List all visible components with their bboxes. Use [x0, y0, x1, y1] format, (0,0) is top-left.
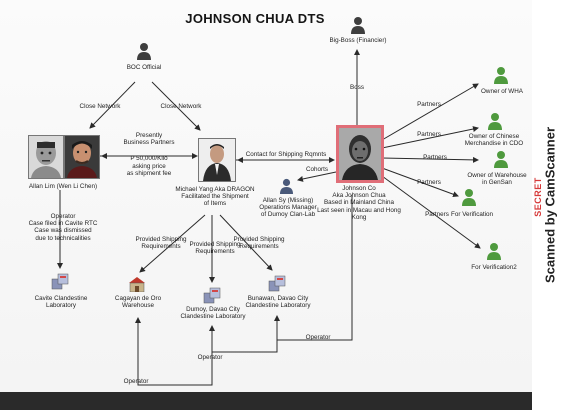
- diagram-title: JOHNSON CHUA DTS: [185, 11, 325, 26]
- label-partners-2: Partners: [417, 131, 441, 138]
- photo-michael-yang: [198, 138, 236, 182]
- node-allan-sy: Allan Sy (Missing) Operations Manager of…: [259, 197, 317, 219]
- node-owner-wha: Owner of WHA: [481, 88, 523, 95]
- building-icon: [129, 277, 145, 292]
- edge-shipping-cagayan: [139, 214, 206, 273]
- label-operator-3: Operator: [123, 378, 149, 385]
- person-green-icon: [494, 151, 508, 168]
- photo-allan-lim-1: [28, 135, 64, 179]
- boxes-icon: [268, 275, 286, 292]
- node-cagayan-warehouse: Cagayan de Oro Warehouse: [114, 295, 162, 310]
- edge-close-network-right: [151, 81, 201, 131]
- person-dark-icon: [137, 43, 151, 60]
- scan-edge: [0, 392, 567, 410]
- node-for-verification: For Verification: [451, 211, 493, 218]
- secret-stamp: SECRET: [533, 177, 543, 217]
- node-owner-chinese: Owner of Chinese Merchandise in CDO: [464, 133, 524, 148]
- node-johnson-co: Johnson Co Aka Johnson Chua Based in Mai…: [317, 185, 401, 221]
- node-allan-lim: Allan Lim (Wen Li Chen): [28, 183, 98, 190]
- boxes-icon: [51, 273, 69, 290]
- label-cohorts: Cohorts: [305, 166, 329, 173]
- label-partners-1: Partners: [417, 101, 441, 108]
- person-dark-icon: [280, 178, 293, 194]
- edge-partner-verification: [381, 167, 459, 198]
- node-bunawan-lab: Bunawan, Davao City Clandestine Laborato…: [245, 295, 311, 310]
- photo-allan-lim-2: [64, 135, 100, 179]
- person-green-icon: [487, 243, 501, 260]
- label-operator-2: Operator: [197, 354, 223, 361]
- node-cavite-lab: Cavite Clandestine Laboratory: [34, 295, 88, 310]
- label-operator-1: Operator: [305, 334, 331, 341]
- node-boc-official: BOC Official: [126, 64, 162, 71]
- label-partners-3: Partners: [423, 154, 447, 161]
- node-owner-warehouse: Owner of Warehouse in GenSan: [467, 172, 527, 187]
- person-green-icon: [462, 189, 476, 206]
- label-contact-shipping: Contact for Shipping Rqmnts: [245, 151, 327, 158]
- label-close-network-right: Close Network: [160, 103, 202, 110]
- label-business-partners: Presently Business Partners P 50,000/Kil…: [123, 132, 175, 177]
- edge-partner-warehouse: [381, 156, 479, 163]
- node-michael-yang: Michael Yang Aka DRAGON Facilitated the …: [175, 186, 255, 208]
- node-big-boss: Big-Boss (Financier): [329, 37, 387, 44]
- paper-background: [0, 0, 532, 392]
- edge-partner-verification2: [381, 175, 481, 249]
- edge-cohorts: [297, 171, 337, 182]
- edge-operator-cagayan: [135, 317, 213, 386]
- edge-partner-chinese: [381, 126, 479, 149]
- label-provided-shipping-2: Provided Shipping Requirements: [189, 241, 241, 256]
- edge-partner-wha: [381, 83, 479, 141]
- label-provided-shipping-3: Provided Shipping Requirements: [233, 236, 285, 251]
- edge-operator-bunawan: [274, 195, 353, 341]
- person-green-icon: [488, 113, 502, 130]
- node-dumoy-lab: Dumoy, Davao City Clandestine Laboratory: [180, 306, 246, 321]
- scanner-watermark: Scanned by CamScanner: [542, 126, 558, 284]
- label-partners-4: Partners: [417, 179, 441, 186]
- label-partners-5: Partners: [425, 211, 449, 218]
- person-green-icon: [494, 67, 508, 84]
- edge-operator-dumoy: [209, 325, 278, 353]
- edge-shipping-bunawan: [219, 214, 273, 271]
- label-operator-case: Operator Case filed in Cavite RTC Case w…: [28, 213, 98, 242]
- person-dark-icon: [351, 17, 365, 34]
- boxes-icon: [203, 287, 221, 304]
- node-for-verification2: For Verification2: [471, 264, 517, 271]
- edge-close-network-left: [89, 81, 136, 129]
- photo-johnson-co: [336, 125, 384, 183]
- label-close-network-left: Close Network: [79, 103, 121, 110]
- label-provided-shipping-1: Provided Shipping Requirements: [135, 236, 187, 251]
- margin-strip: [532, 0, 567, 410]
- label-boss: Boss: [350, 84, 364, 91]
